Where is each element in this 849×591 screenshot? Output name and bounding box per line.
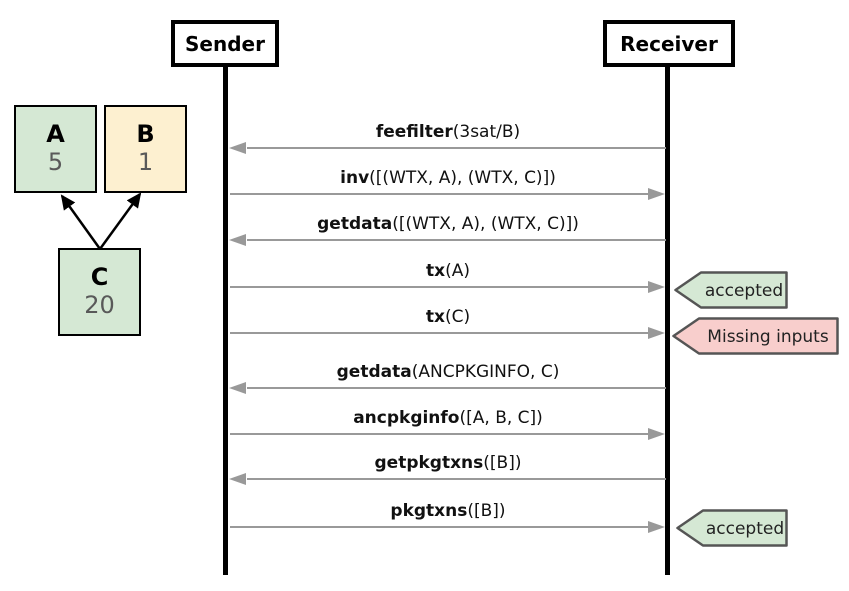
sender-lifeline <box>223 67 228 575</box>
message-label: getdata(ANCPKGINFO, C) <box>230 361 666 385</box>
message-args: (ANCPKGINFO, C) <box>411 362 560 382</box>
arrowhead-left-icon <box>229 382 246 394</box>
message-arrow-line <box>230 286 648 288</box>
message-label: ancpkginfo([A, B, C]) <box>230 407 666 431</box>
receiver-lifeline <box>665 67 670 575</box>
message-args: ([(WTX, A), (WTX, C)]) <box>369 168 556 188</box>
message-method: feefilter <box>375 122 453 142</box>
message-arrow-line <box>230 433 648 435</box>
message-arrow-line <box>247 147 666 149</box>
badge-shape <box>676 509 788 547</box>
message-arrow-line <box>230 526 648 528</box>
tx-node-c: C 20 <box>58 248 141 336</box>
tx-node-label: B <box>136 120 155 149</box>
message-label: getpkgtxns([B]) <box>230 452 666 476</box>
message-args: (C) <box>444 307 471 327</box>
message-method: tx <box>426 261 446 281</box>
message-method: getpkgtxns <box>374 453 484 473</box>
message-args: (A) <box>445 261 470 281</box>
actor-box-sender: Sender <box>171 20 279 67</box>
arrowhead-left-icon <box>229 234 246 246</box>
arrowhead-left-icon <box>229 142 246 154</box>
message-arrow-line <box>230 193 648 195</box>
actor-box-receiver: Receiver <box>603 20 735 67</box>
tx-node-value: 5 <box>47 148 64 176</box>
arrowhead-right-icon <box>648 281 665 293</box>
tx-node-a: A 5 <box>14 105 97 193</box>
message-method: tx <box>425 307 445 327</box>
badge-text: accepted <box>705 281 783 301</box>
edge-c-to-b <box>98 192 142 250</box>
message-label: inv([(WTX, A), (WTX, C)]) <box>230 167 666 191</box>
result-badge-accepted: accepted <box>674 271 788 309</box>
arrowhead-right-icon <box>648 188 665 200</box>
message-method: inv <box>340 168 370 188</box>
message-arrow-line <box>247 387 666 389</box>
tx-node-value: 20 <box>84 291 115 319</box>
arrowhead-right-icon <box>648 521 665 533</box>
message-method: getdata <box>317 214 393 234</box>
message-arrow-line <box>230 332 648 334</box>
arrowhead-right-icon <box>648 327 665 339</box>
badge-text: accepted <box>706 519 784 539</box>
message-method: pkgtxns <box>390 501 468 521</box>
badge-shape <box>672 317 839 355</box>
tx-node-b: B 1 <box>104 105 187 193</box>
tx-node-value: 1 <box>137 148 154 176</box>
arrowhead-right-icon <box>648 428 665 440</box>
message-method: getdata <box>336 362 412 382</box>
message-args: ([A, B, C]) <box>459 408 543 428</box>
result-badge-accepted: accepted <box>676 509 788 547</box>
message-label: tx(C) <box>230 306 666 330</box>
edge-c-to-a <box>60 194 102 250</box>
badge-text: Missing inputs <box>707 327 829 347</box>
message-args: ([B]) <box>467 501 506 521</box>
message-arrow-line <box>247 478 666 480</box>
message-label: getdata([(WTX, A), (WTX, C)]) <box>230 213 666 237</box>
badge-shape <box>674 271 788 309</box>
message-method: ancpkginfo <box>353 408 460 428</box>
message-args: ([(WTX, A), (WTX, C)]) <box>392 214 579 234</box>
message-arrow-line <box>247 239 666 241</box>
arrowhead-left-icon <box>229 473 246 485</box>
tx-node-label: C <box>90 263 109 292</box>
tx-node-label: A <box>46 120 65 149</box>
tx-graph-edges <box>60 192 142 250</box>
result-badge-missing-inputs: Missing inputs <box>672 317 839 355</box>
message-label: pkgtxns([B]) <box>230 500 666 524</box>
message-label: tx(A) <box>230 260 666 284</box>
message-label: feefilter(3sat/B) <box>230 121 666 145</box>
message-args: (3sat/B) <box>452 122 521 142</box>
message-args: ([B]) <box>483 453 522 473</box>
